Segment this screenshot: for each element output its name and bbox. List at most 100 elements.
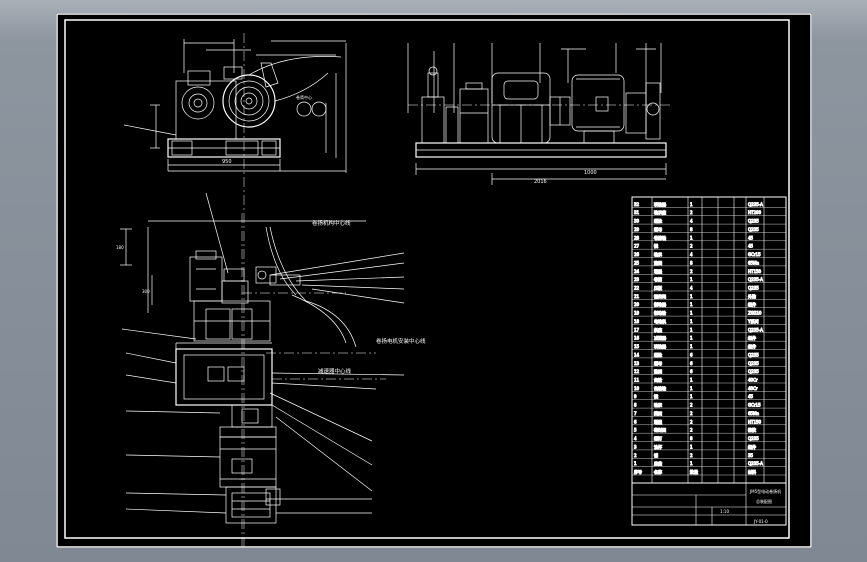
sheet-outer-border	[56, 13, 812, 548]
table-row-cell: 28	[634, 235, 640, 240]
table-row-cell: 轴承	[654, 402, 662, 408]
plan-label-3: 减速器中心线	[318, 367, 352, 375]
table-row-cell: 2	[690, 244, 693, 249]
table-row-cell: 1	[690, 235, 693, 240]
table-row-cell: 螺母	[654, 226, 662, 232]
table-row-cell: 4	[690, 219, 693, 224]
table-row-cell: 23	[634, 277, 640, 282]
table-row-cell: 2	[690, 210, 693, 215]
table-row-cell: 6	[690, 369, 693, 374]
table-row-cell: 2	[690, 411, 693, 416]
table-row-cell: 8	[690, 436, 693, 441]
table-row-cell: 联轴器	[654, 343, 666, 349]
side-dim-total: 2016	[534, 179, 547, 185]
table-row-cell: Q235	[748, 369, 759, 374]
table-row-cell: 1	[690, 386, 693, 391]
cad-drawing[interactable]: 950 卷筒中心	[56, 13, 812, 548]
table-row-cell: 组件	[748, 335, 756, 341]
table-row-cell: 27	[634, 244, 640, 249]
table-row-cell: 轴承	[654, 251, 662, 257]
table-row-cell: 40Cr	[748, 378, 758, 383]
table-row-cell: 2	[690, 453, 693, 458]
table-row-cell: 制动轮	[654, 310, 666, 316]
plan-view	[120, 192, 405, 547]
table-row-cell: 密封圈	[654, 427, 666, 433]
table-row-cell: 键	[654, 393, 658, 399]
title-drawing-name: JM5型电动卷扬机	[749, 488, 781, 494]
table-row-cell: 1	[690, 311, 693, 316]
table-row-cell: 轴承座	[654, 209, 666, 215]
table-row-cell: 21	[634, 294, 640, 299]
table-row-cell: 2	[634, 453, 637, 458]
table-row-cell: 45	[748, 235, 754, 240]
table-row-cell: 1	[690, 319, 693, 324]
sheet-inner-border	[64, 19, 790, 539]
table-row-cell: 销	[654, 452, 658, 458]
table-row-cell: Q235-A	[748, 327, 763, 332]
table-header-cell: 数量	[690, 469, 698, 475]
table-row-cell: 13	[634, 361, 640, 366]
table-row-cell: 12	[634, 369, 640, 374]
table-row-cell: 机座	[654, 326, 662, 332]
parts-table	[631, 196, 787, 526]
table-row-cell: 2	[690, 403, 693, 408]
table-row-cell: 1	[690, 378, 693, 383]
table-row-cell: 1	[690, 336, 693, 341]
table-row-cell: 端盖	[654, 268, 662, 274]
table-row-cell: 外购	[748, 293, 756, 299]
table-row-cell: 垫圈	[654, 368, 662, 374]
table-row-cell: 钢丝绳	[654, 293, 666, 299]
table-row-cell: 卷筒	[654, 276, 662, 282]
drawing-sheet[interactable]: 950 卷筒中心	[56, 13, 812, 548]
table-row-cell: Q235	[748, 227, 759, 232]
side-view	[407, 43, 670, 185]
table-row-cell: 30	[634, 219, 640, 224]
table-row-cell: 1	[634, 461, 637, 466]
table-row-cell: 6	[690, 361, 693, 366]
table-row-cell: 螺母	[654, 360, 662, 366]
table-row-cell: 1	[690, 327, 693, 332]
table-row-cell: GCr15	[748, 403, 761, 408]
table-row-cell: 24	[634, 269, 640, 274]
plan-left-dim-2: 300	[142, 289, 150, 294]
table-row-cell: 1	[690, 202, 693, 207]
table-row-cell: 1	[690, 294, 693, 299]
table-row-cell: 35	[748, 453, 754, 458]
table-row-cell: 键	[654, 243, 658, 249]
table-row-cell: 2	[690, 419, 693, 424]
table-row-cell: 联轴器	[654, 201, 666, 207]
table-row-cell: 3	[634, 444, 637, 449]
table-row-cell: Q235	[748, 352, 759, 357]
table-row-cell: Q235	[748, 286, 759, 291]
table-row-cell: 制动器	[654, 301, 666, 307]
table-row-cell: 65Mn	[748, 260, 760, 265]
table-row-cell: 减速器	[654, 335, 666, 341]
table-row-cell: 组件	[748, 301, 756, 307]
table-row-cell: 卷筒轴	[654, 234, 666, 240]
title-scale: 1:10	[720, 509, 729, 514]
table-row-cell: 14	[634, 352, 640, 357]
table-header-cell: 名称	[654, 469, 662, 475]
table-row-cell: Q235	[748, 436, 759, 441]
table-header-cell: 序号	[634, 469, 642, 475]
table-row-cell: 5	[634, 428, 637, 433]
table-row-cell: 8	[690, 260, 693, 265]
table-row-cell: 17	[634, 327, 640, 332]
table-row-cell: Q235-A	[748, 277, 763, 282]
table-row-cell: 16	[634, 336, 640, 341]
table-row-cell: 组件	[748, 443, 756, 449]
table-row-cell: 45	[748, 244, 754, 249]
table-row-cell: ZG310	[748, 311, 762, 316]
table-row-cell: 8	[634, 403, 637, 408]
table-row-cell: 11	[634, 378, 640, 383]
table-row-cell: 1	[690, 461, 693, 466]
table-row-cell: Q235	[748, 219, 759, 224]
table-row-cell: 2	[690, 269, 693, 274]
table-row-cell: 1	[690, 277, 693, 282]
front-dim-total: 950	[222, 159, 232, 165]
table-row-cell: 25	[634, 260, 640, 265]
table-row-cell: 29	[634, 227, 640, 232]
table-row-cell: 螺栓	[654, 351, 662, 357]
table-row-cell: 9	[634, 394, 637, 399]
table-row-cell: 15	[634, 344, 640, 349]
